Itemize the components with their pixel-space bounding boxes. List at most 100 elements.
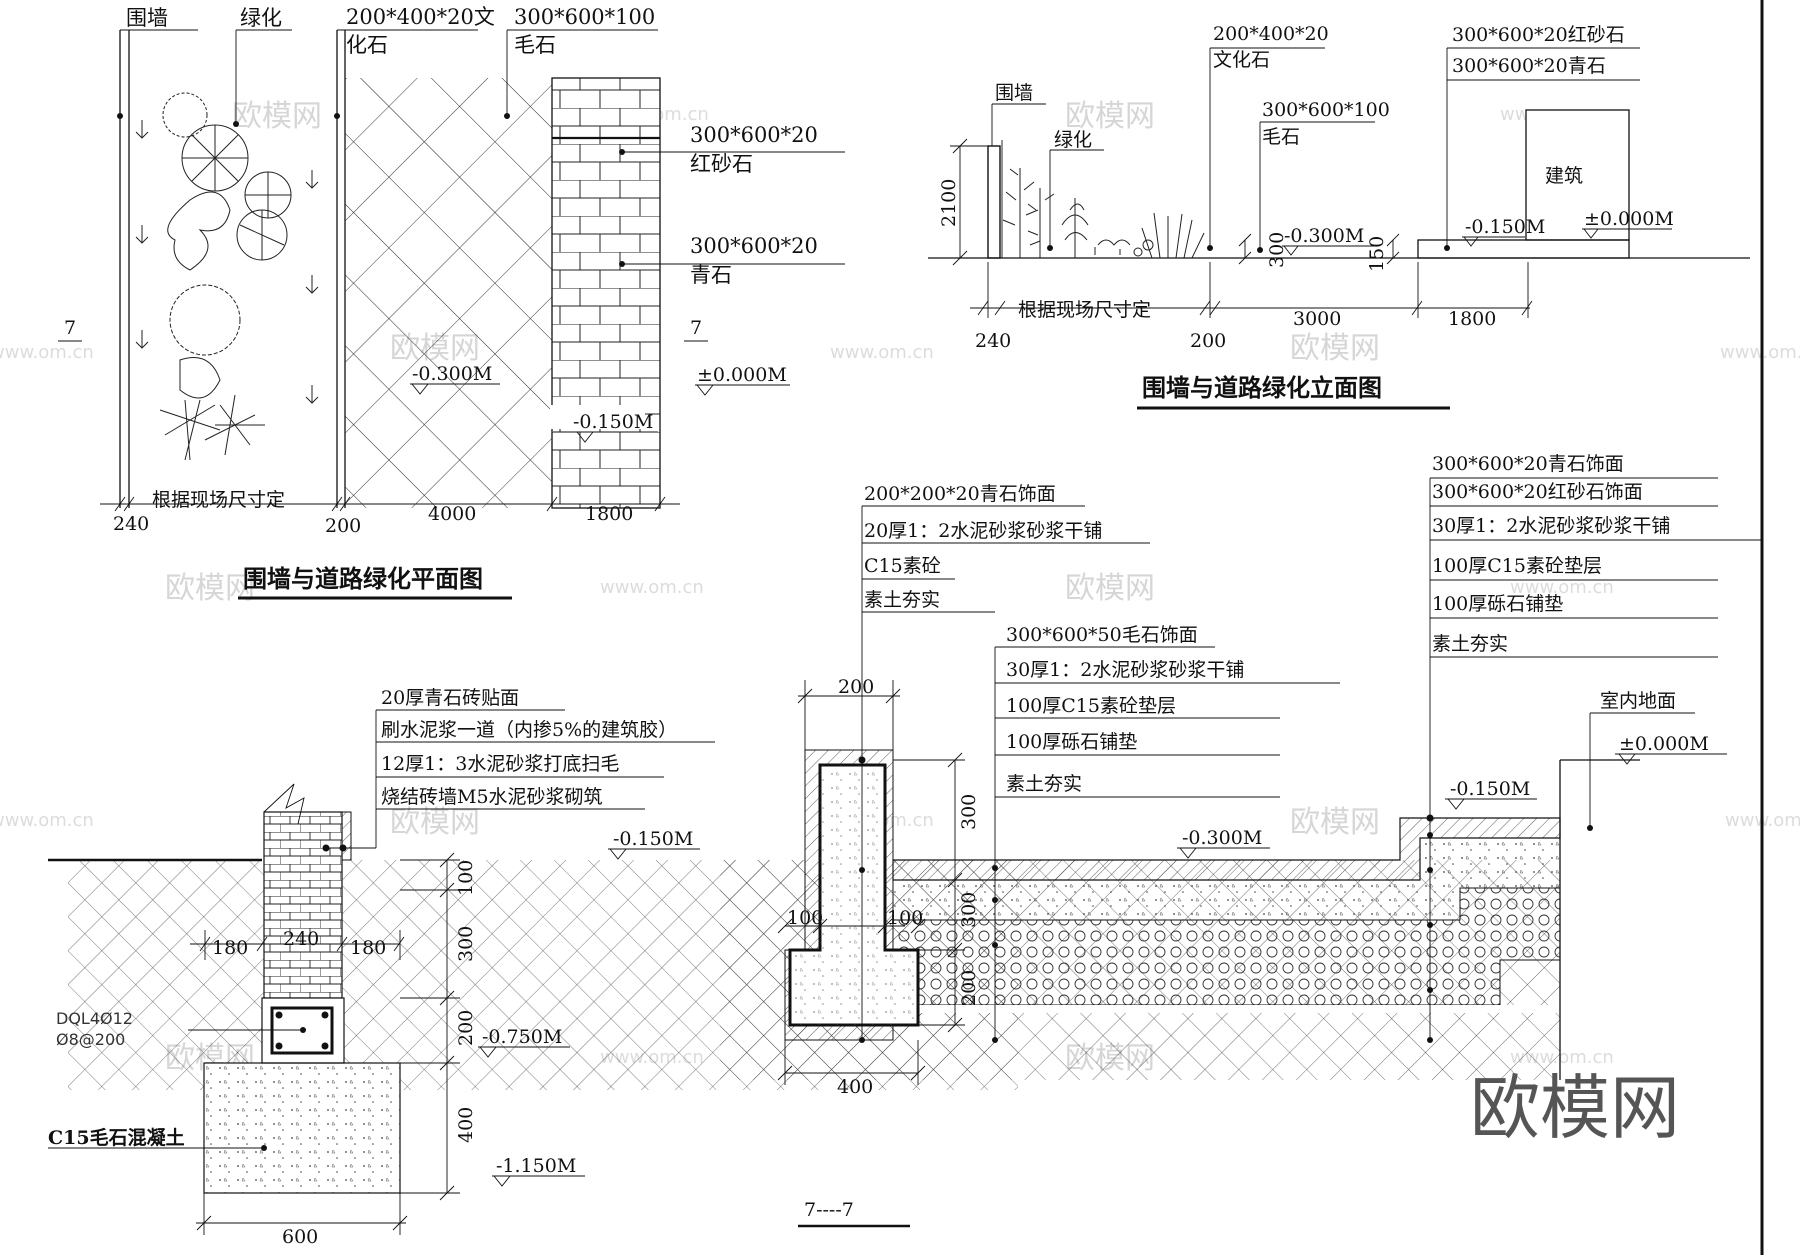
break-line (263, 783, 305, 825)
section-mark-left: 7 (64, 317, 76, 339)
road-dim-v200: 200 (958, 970, 980, 1006)
elev-blue-label: 300*600*20青石 (1452, 55, 1606, 77)
brick-wall (263, 811, 343, 999)
plan-title: 围墙与道路绿化平面图 (243, 564, 483, 593)
elev-level-zero: ±0.000M (1584, 208, 1674, 230)
elev-dim-1800: 1800 (1448, 308, 1496, 330)
brand-logo: 欧模网 (1470, 1067, 1680, 1149)
plan-dim-200: 200 (325, 515, 361, 537)
watermark-url: www.om.cn (0, 810, 94, 831)
wall-dim-240: 240 (283, 928, 319, 950)
watermark-url: www.om.cn (600, 577, 704, 598)
side-note-0: 300*600*20青石饰面 (1432, 453, 1624, 475)
watermark-text: 欧模网 (1290, 805, 1380, 840)
wall-level-bottom: -1.150M (496, 1155, 576, 1177)
stone-cladding (341, 811, 352, 861)
beam-label-b: Ø8@200 (56, 1030, 125, 1049)
elev-dimensions: 2100 300 150 根据现场尺寸定 240 200 3000 1800 (938, 138, 1533, 352)
watermark-text: 欧模网 (390, 805, 480, 840)
wall-note-0: 20厚青石砖贴面 (381, 687, 519, 709)
plan-blue-label-a: 300*600*20 (690, 234, 818, 258)
plan-rubble-label-a: 300*600*100 (514, 5, 655, 29)
plan-dim-240: 240 (113, 513, 149, 535)
plan-stone-label-b: 化石 (346, 33, 388, 57)
wall-note-3: 烧结砖墙M5水泥砂浆砌筑 (381, 786, 603, 808)
watermark-url: www.om.cn (1720, 342, 1800, 363)
road-levels: ±0.000M -0.150M -0.300M (1177, 733, 1727, 859)
elev-dim-2100: 2100 (938, 179, 960, 227)
curb-note-1: 20厚1：2水泥砂浆砂浆干铺 (864, 520, 1102, 542)
road-note-4: 素土夯实 (1006, 773, 1082, 795)
planting-symbols (135, 92, 319, 461)
wall-dim-180a: 180 (212, 937, 248, 959)
watermark-text: 欧模网 (232, 99, 322, 134)
elev-level-road: -0.300M (1284, 225, 1364, 247)
side-note-5: 素土夯实 (1432, 633, 1508, 655)
curb-note-2: C15素砼 (864, 555, 941, 577)
side-note-1: 300*600*20红砂石饰面 (1432, 481, 1643, 503)
side-note-2: 30厚1：2水泥砂浆砂浆干铺 (1432, 515, 1670, 537)
elevation-title: 围墙与道路绿化立面图 (1142, 373, 1382, 402)
road-level-zero: ±0.000M (1619, 733, 1709, 755)
wall-dim-180b: 180 (350, 937, 386, 959)
watermark-text: 欧模网 (1290, 331, 1380, 366)
plan-dimensions: 240 根据现场尺寸定 200 4000 1800 (100, 489, 680, 537)
plan-dim-1800: 1800 (585, 503, 633, 525)
wall-levels: -0.150M -0.750M -1.150M (478, 828, 700, 1187)
plan-level-zero: ±0.000M (697, 364, 787, 386)
watermark-text: 欧模网 (165, 571, 255, 606)
elev-red-label: 300*600*20红砂石 (1452, 24, 1625, 46)
watermark-url: www.om.cn (830, 342, 934, 363)
plan-section-marks: 7 7 (58, 317, 708, 342)
elev-stone-label-b: 文化石 (1213, 49, 1270, 71)
plan-level-side: -0.150M (573, 411, 653, 433)
road-note-1: 30厚1：2水泥砂浆砂浆干铺 (1006, 659, 1244, 681)
wall-note-2: 12厚1：3水泥砂浆打底扫毛 (381, 753, 619, 775)
road-note-3: 100厚砾石铺垫 (1006, 731, 1137, 753)
wall-dim-v400: 400 (455, 1107, 477, 1143)
elev-step (1417, 239, 1630, 259)
elevation-view: 建筑 围墙 绿化 200*400*20 文化石 300*600*100 毛石 3… (928, 23, 1750, 410)
elev-building-label: 建筑 (1545, 165, 1583, 187)
curb-note-0: 200*200*20青石饰面 (864, 483, 1056, 505)
side-note-4: 100厚砾石铺垫 (1432, 593, 1563, 615)
beam-label-a: DQL4Ø12 (56, 1009, 133, 1028)
elev-wall-label: 围墙 (995, 82, 1033, 104)
elev-plants (1002, 168, 1205, 259)
side-note-3: 100厚C15素砼垫层 (1432, 555, 1602, 577)
wall-dimensions: 180 240 180 100 300 200 400 600 (190, 852, 477, 1248)
road-dim-v300a: 300 (958, 794, 980, 830)
elev-rubble-label-b: 毛石 (1262, 126, 1300, 148)
wall-note-1: 刷水泥浆一道（内掺5%的建筑胶） (381, 719, 677, 741)
elev-dim-300: 300 (1266, 232, 1288, 268)
elev-dim-3000: 3000 (1293, 308, 1341, 330)
road-note-0: 300*600*50毛石饰面 (1006, 624, 1198, 646)
watermark-text: 欧模网 (1065, 571, 1155, 606)
elev-rubble-label-a: 300*600*100 (1262, 99, 1390, 121)
watermark-text: 欧模网 (1065, 99, 1155, 134)
footing-label: C15毛石混凝土 (48, 1126, 185, 1149)
elev-dim-200: 200 (1190, 330, 1226, 352)
road-section: 200*200*20青石饰面 20厚1：2水泥砂浆砂浆干铺 C15素砼 素土夯实… (720, 453, 1763, 1228)
road-dim-h100a: 100 (787, 907, 823, 929)
rubble-concrete-footing (203, 1062, 401, 1194)
plan-stone-label-a: 200*400*20文 (346, 5, 495, 29)
plan-dim-site: 根据现场尺寸定 (152, 489, 285, 511)
road-dim-h100b: 100 (887, 907, 923, 929)
wall-notes: 20厚青石砖贴面 刷水泥浆一道（内掺5%的建筑胶） 12厚1：3水泥砂浆打底扫毛… (322, 687, 715, 852)
side-notes: 300*600*20青石饰面 300*600*20红砂石饰面 30厚1：2水泥砂… (1426, 453, 1763, 1043)
plan-dim-4000: 4000 (428, 503, 476, 525)
road-level-road: -0.300M (1182, 827, 1262, 849)
road-paving-hatch (345, 78, 552, 508)
watermark-url: www.om.cn (1510, 577, 1614, 598)
section-mark-right: 7 (690, 317, 702, 339)
elev-level-side: -0.150M (1465, 216, 1545, 238)
road-dim-top200: 200 (838, 676, 874, 698)
elev-wall (987, 145, 1001, 259)
beam-stirrup (270, 1006, 334, 1055)
wall-level-ground: -0.150M (613, 828, 693, 850)
elev-levels: -0.300M -0.150M ±0.000M (1282, 208, 1674, 256)
side-paving (551, 77, 661, 509)
curb-note-3: 素土夯实 (864, 589, 940, 611)
